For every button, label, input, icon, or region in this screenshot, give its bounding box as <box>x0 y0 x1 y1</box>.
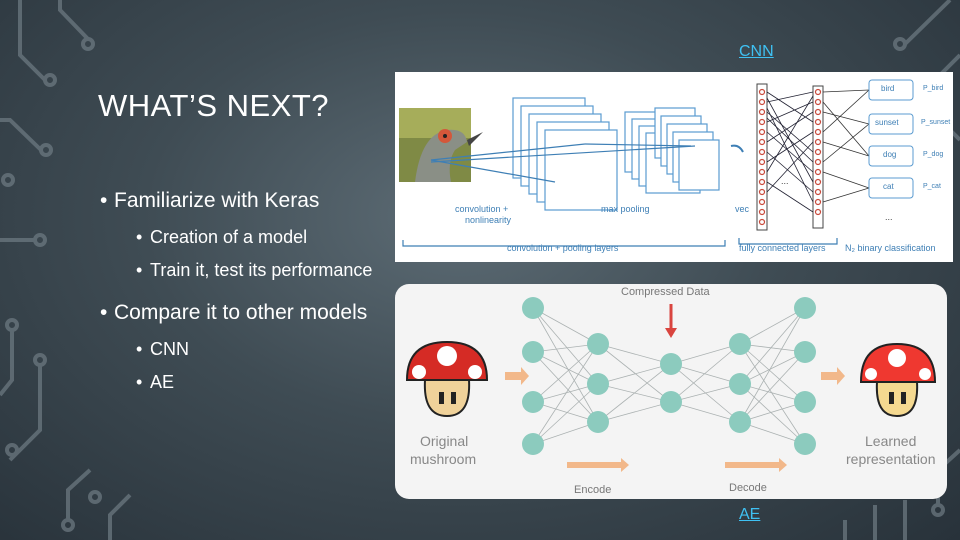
output-arrow-icon <box>821 367 845 385</box>
bullet-compare: •Compare it to other models <box>100 301 368 324</box>
prob-sunset: P_sunset <box>921 119 951 126</box>
class-cat: cat <box>883 182 894 191</box>
sub-bullet-creation: •Creation of a model <box>136 227 308 247</box>
prob-cat: P_cat <box>923 183 941 190</box>
ae-diagram: Compressed Data Original mushroom Learne… <box>395 284 947 499</box>
cnn-diagram: convolution + nonlinearity max pooling v… <box>395 72 953 262</box>
class-dog: dog <box>883 150 897 159</box>
slide-title: WHAT’S NEXT? <box>98 88 330 123</box>
representation-label: representation <box>846 451 936 467</box>
mushroom-label: mushroom <box>410 451 477 467</box>
binary-class-label: N₂ binary classification <box>845 243 936 253</box>
class-sunset: sunset <box>875 118 899 127</box>
cnn-link[interactable]: CNN <box>739 43 774 60</box>
input-arrow-icon <box>505 367 529 385</box>
bullet-compare-text: Compare it to other models <box>114 301 368 324</box>
bullet-keras-text: Familiarize with Keras <box>114 189 320 212</box>
ae-diagram-svg <box>405 297 937 472</box>
sub-bullet-train: •Train it, test its performance <box>136 260 373 280</box>
decode-arrow-icon <box>725 458 787 472</box>
maxpool-label: max pooling <box>601 204 650 214</box>
ae-nodes <box>522 297 816 455</box>
learned-label: Learned <box>865 433 917 449</box>
sub-bullet-cnn: •CNN <box>136 339 189 359</box>
vec-label: vec <box>735 204 750 214</box>
encode-label: Encode <box>574 484 612 496</box>
bullet-keras: •Familiarize with Keras <box>100 189 320 212</box>
cnn-diagram-svg <box>399 79 914 247</box>
fully-connected-layers <box>756 83 824 231</box>
sub-bullet-ae: •AE <box>136 372 175 392</box>
fc-ellipsis: ... <box>781 176 789 186</box>
conv-label: convolution + <box>455 204 509 214</box>
compressed-data-label: Compressed Data <box>621 286 710 298</box>
conv-pool-label: convolution + pooling layers <box>507 243 619 253</box>
class-bird: bird <box>881 84 895 93</box>
prob-dog: P_dog <box>923 151 944 158</box>
learned-mushroom-icon <box>859 342 937 418</box>
decode-label: Decode <box>729 482 767 494</box>
class-ellipsis: ... <box>885 212 893 222</box>
nonlin-label: nonlinearity <box>465 215 512 225</box>
original-label: Original <box>420 433 469 449</box>
fc-label: fully connected layers <box>739 243 826 253</box>
prob-bird: P_bird <box>923 85 944 92</box>
ae-link[interactable]: AE <box>739 506 761 523</box>
original-mushroom-icon <box>405 340 489 418</box>
bird-image <box>399 108 483 182</box>
encode-arrow-icon <box>567 458 629 472</box>
